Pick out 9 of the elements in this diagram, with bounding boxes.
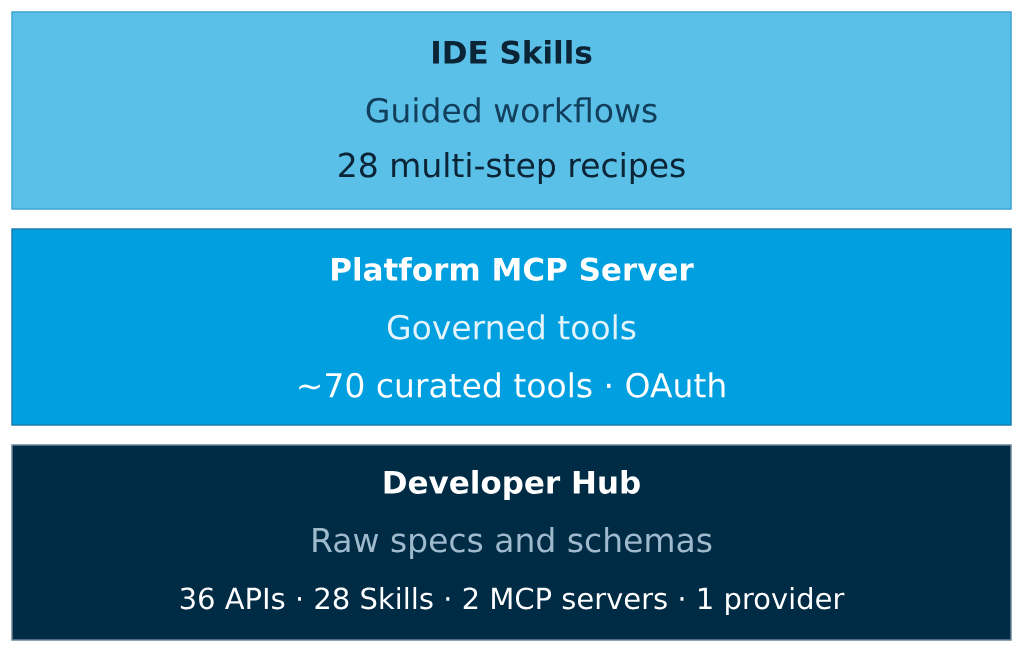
layer-subtitle: Raw specs and schemas — [313, 527, 712, 559]
layer-title: IDE Skills — [433, 40, 592, 64]
layer-detail: 28 multi-step recipes — [339, 152, 685, 184]
layer-title: Platform MCP Server — [332, 257, 694, 281]
layer-detail: 36 APIs · 28 Skills · 2 MCP servers · 1 provider — [180, 586, 845, 615]
layer-detail: ~70 curated tools · OAuth — [299, 372, 725, 398]
layer-title: Developer Hub — [384, 470, 640, 500]
layer-subtitle: Governed tools — [387, 314, 636, 340]
layer-subtitle: Guided workflows — [366, 97, 657, 123]
